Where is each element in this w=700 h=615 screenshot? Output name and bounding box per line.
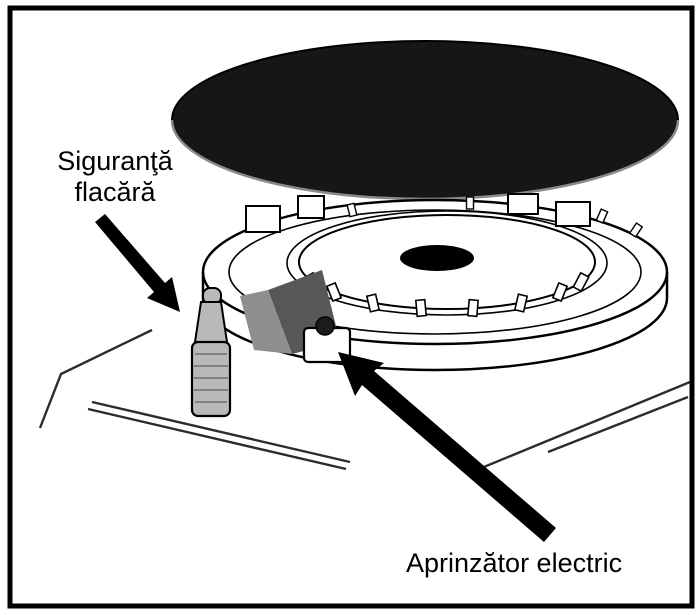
flame-port [513,293,529,313]
cooktop-rod-line-2 [87,407,347,471]
cooktop-right-line-2 [547,395,689,454]
electric-igniter [302,316,352,364]
rim-tab [507,193,539,215]
rim-notch [465,196,475,210]
burner-rim-inner-edge [228,209,642,335]
rim-notch [628,222,644,238]
figure-border [7,5,695,609]
drum-shade-mid [240,290,292,354]
cooktop-left-corner-line [38,328,153,429]
cooktop-rod-line-1 [91,400,351,464]
rim-tab [555,201,591,227]
arrow-to-flame-safety [95,214,180,312]
igniter-label: Aprinzător electric [406,548,623,578]
cooktop-edge-lines [38,328,691,471]
flame-port [325,281,343,303]
flame-safety-label-line2: flacără [74,177,156,208]
burner-platform-inner [298,214,596,310]
rim-notches [346,196,644,238]
flame-safety-label-line1: Siguranţă [57,146,173,176]
flame-safety-label: Siguranţă flacără [48,146,182,208]
rim-tab [245,205,281,233]
arrow-to-igniter [338,352,556,542]
thermocouple-body [190,340,232,418]
flame-ports [304,271,590,318]
cooktop-right-line-1 [478,380,691,471]
thermocouple-neck [193,301,229,343]
burner-rim-tabs [245,193,591,233]
flame-port [466,298,480,318]
flame-port [414,298,428,318]
burner-drum-front [201,297,669,372]
flame-port [365,293,381,313]
burner-platform-outer [286,210,608,316]
rim-notch [595,208,609,224]
rim-notch [346,202,358,218]
igniter-tip [315,316,335,336]
rim-tab [297,195,325,219]
thermocouple-hatching [194,353,228,403]
burner-center-hole [400,245,474,271]
burner-body [201,193,669,372]
flame-port [551,281,569,303]
burner-cap [170,40,680,201]
flame-port [572,271,590,293]
flame-safety-device [190,287,232,418]
